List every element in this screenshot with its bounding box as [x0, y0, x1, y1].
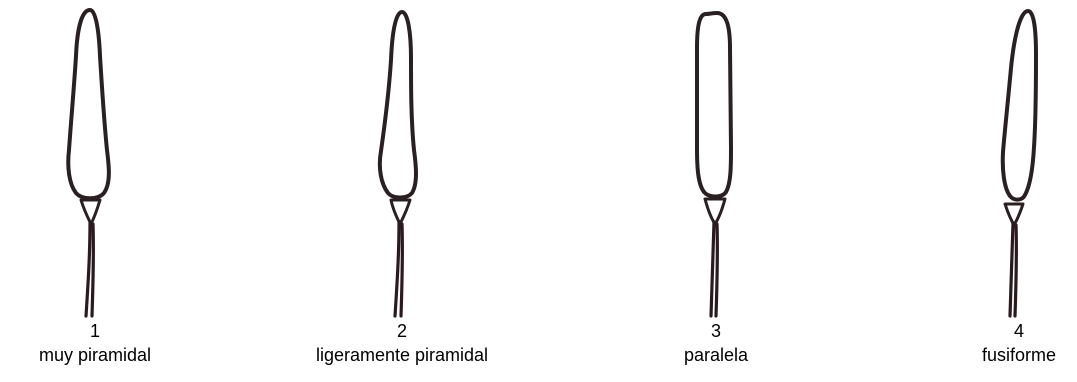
leaf-stem — [1010, 223, 1013, 316]
figure-number: 3 — [591, 321, 841, 341]
figure-number: 1 — [0, 321, 220, 341]
leaf-stem-edge — [716, 224, 717, 316]
leaf-neck — [81, 200, 100, 224]
figure-fusiforme: 4 fusiforme — [894, 0, 1077, 382]
leaf-outline — [68, 10, 109, 198]
leaf-stem-edge — [92, 224, 93, 316]
figure-muy-piramidal: 1 muy piramidal — [0, 0, 220, 382]
leaf-outline — [380, 12, 416, 198]
figure-number: 4 — [894, 321, 1077, 341]
fusiforme-shape — [894, 0, 1077, 320]
figure-name: ligeramente piramidal — [277, 345, 527, 365]
leaf-outline — [697, 13, 731, 197]
leaf-neck — [705, 199, 725, 224]
figure-name: muy piramidal — [0, 345, 220, 365]
leaf-stem-edge — [1015, 225, 1016, 316]
figure-number: 2 — [277, 321, 527, 341]
figure-paralela: 3 paralela — [591, 0, 841, 382]
leaf-stem — [711, 222, 714, 316]
figure-name: paralela — [591, 345, 841, 365]
ligeramente-piramidal-shape — [277, 0, 527, 320]
paralela-shape — [591, 0, 841, 320]
leaf-outline — [1003, 11, 1036, 200]
leaf-stem — [86, 222, 90, 316]
leaf-stem-edge — [401, 224, 402, 316]
figure-name: fusiforme — [894, 345, 1077, 365]
leaf-neck — [391, 200, 410, 224]
figure-ligeramente-piramidal: 2 ligeramente piramidal — [277, 0, 527, 382]
muy-piramidal-shape — [0, 0, 220, 320]
leaf-stem — [395, 222, 399, 316]
